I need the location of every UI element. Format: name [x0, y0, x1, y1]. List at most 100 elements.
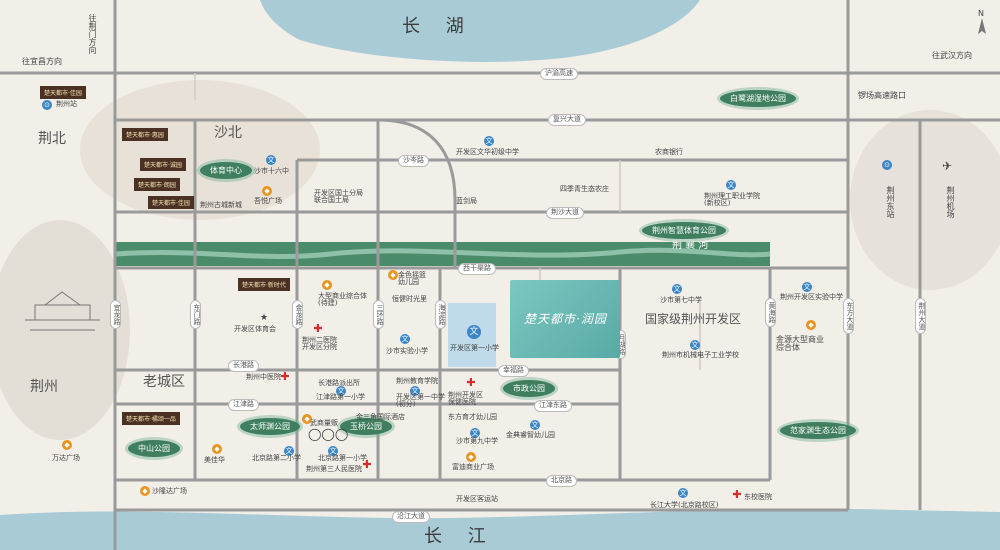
poi-kaifa-tiyu: 开发区体育会: [234, 325, 276, 333]
poi-beijing2: 北京路第二小学: [252, 454, 301, 462]
poi-airport: 荆州机场: [946, 186, 955, 218]
poi-jinshan: 金三角国际酒店: [356, 413, 405, 421]
school-icon: 文: [530, 420, 540, 430]
district-jingzhou: 荆州: [30, 379, 58, 395]
poi-jiyue: 吾悦广场: [254, 197, 282, 205]
olympic-icon: ◯◯◯: [308, 427, 349, 441]
expressway-toll: 锣场高速路口: [858, 91, 906, 100]
school-icon: 文: [726, 180, 736, 190]
district-shabei: 沙北: [214, 125, 242, 141]
road-xingfu: 幸福路: [498, 365, 529, 377]
poi-er-hosp: 荆州二医院开发区分院: [302, 336, 337, 351]
road-haidian: 海淀路: [435, 300, 446, 329]
road-jinlong: 金龙路: [292, 300, 303, 329]
tag-t1: 楚天都市·佳园: [40, 86, 86, 99]
zone-shade-east: [850, 110, 1000, 290]
river-north-label: 荆 襄 河: [672, 240, 709, 251]
poi-jinyuan-kinder: 金典睿智幼儿园: [506, 431, 555, 439]
poi-changgang-school: 长港路派出所: [318, 379, 360, 387]
poi-siji: 四季青生态农庄: [560, 185, 609, 193]
tag-t7: 楚天都市·橘颂一品: [122, 412, 180, 425]
river-yangtze: [0, 508, 1000, 550]
road-beijing: 北京路: [546, 475, 577, 487]
project-school-marker[interactable]: 文 开发区第一小学: [448, 303, 499, 367]
mall-icon: ◆: [212, 444, 222, 454]
park-zhihui: 荆州智慧体育公园: [642, 222, 726, 239]
poi-shashi7: 沙市第七中学: [660, 296, 702, 304]
mall-icon: ◆: [322, 280, 332, 290]
poi-changjiang-uni: 长江大学(北京路校区): [650, 501, 719, 509]
poi-dongfang-kinder: 东方育才幼儿园: [448, 413, 497, 421]
road-jingzhou-avenue: 荆州大道: [915, 298, 926, 334]
poi-jingzhou-station: 荆州站: [56, 100, 77, 108]
tag-t6: 楚天都市·新时代: [238, 278, 290, 291]
school-icon: 文: [410, 386, 420, 396]
lake-changhu: [260, 0, 700, 62]
school-icon: 文: [284, 446, 294, 456]
road-xigan: 西干渠路: [458, 263, 496, 275]
poi-lanyu: 蓝剑局: [456, 197, 477, 205]
poi-jiaoyu: 荆州教育学院: [396, 377, 438, 385]
project-block[interactable]: 楚天都市·润园: [510, 280, 620, 358]
poi-jidian: 荆州市机械电子工业学校: [662, 351, 739, 359]
road-dongmen: 东门路: [190, 300, 201, 329]
hospital-icon: ✚: [362, 458, 372, 471]
poi-jiangjin1: 江津路第一小学: [316, 393, 365, 401]
school-icon: 文: [672, 284, 682, 294]
district-kaifaqu: 国家级荆州开发区: [645, 312, 742, 326]
road-jiangjin: 江津路: [228, 399, 259, 411]
poi-fuyuan: 富迪商业广场: [452, 463, 494, 471]
direction-wuhan: 往武汉方向: [932, 51, 972, 60]
compass-north: N: [978, 9, 984, 18]
star-icon: ★: [260, 313, 269, 323]
mall-icon: ◆: [262, 186, 272, 196]
poi-jinyan: 金色摇篮幼儿园: [398, 271, 426, 286]
road-shawei: 沙岑路: [398, 155, 429, 167]
district-laochengqu: 老城区: [143, 374, 185, 390]
lake-label: 长 湖: [402, 16, 474, 37]
mall-icon: ◆: [466, 452, 476, 462]
road-dongfang: 东方大道: [843, 298, 854, 334]
school-icon: 文: [336, 386, 346, 396]
mall-icon: ◆: [388, 270, 398, 280]
poi-dongxiao: 东校医院: [744, 493, 772, 501]
airplane-icon: ✈: [942, 159, 953, 173]
tag-t5: 楚天都市·佳园: [148, 196, 194, 209]
park-taishi: 太师渊公园: [240, 418, 300, 435]
poi-kaifaqu-bus: 开发区客运站: [456, 495, 498, 503]
school-icon: 文: [484, 136, 494, 146]
poi-jingzhou-three: 荆州第三人民医院: [306, 465, 362, 473]
poi-nongshang: 农商银行: [655, 148, 683, 156]
road-hurong: 沪渝高速: [540, 68, 578, 80]
poi-jiangjin-gujian: 荆州古城新城: [200, 201, 242, 209]
hospital-icon: ✚: [732, 488, 742, 501]
school-icon: 文: [328, 446, 338, 456]
poi-wenhua-school: 开发区文华初级中学: [456, 148, 519, 156]
poi-shiyan: 荆州开发区实验中学: [780, 293, 843, 301]
tag-t2: 楚天都市·惠园: [122, 128, 168, 141]
mall-icon: ◆: [140, 486, 150, 496]
park-fanjia: 范家渊生态公园: [780, 422, 856, 439]
road-sanhuan: 三环路: [373, 300, 384, 329]
poi-ligong: 荆州理工职业学院(新校区): [704, 192, 760, 207]
road-huangao: 黄海路: [765, 298, 776, 327]
poi-tiangong: 大型商业综合体(待建): [318, 292, 367, 307]
park-zhongshan: 中山公园: [128, 440, 180, 457]
poi-land-bureau: 开发区国土分局联合国土局: [314, 189, 363, 204]
poi-shashi-shiyan: 沙市实验小学: [386, 347, 428, 355]
direction-jingmen: 往荆门方向: [88, 14, 97, 54]
tag-t4: 楚天都市·朗园: [134, 178, 180, 191]
school-icon: 文: [467, 325, 481, 339]
poi-lanxin: 荆州开发区保健医院: [448, 391, 483, 406]
project-name: 楚天都市·润园: [524, 312, 607, 326]
ancient-gate-sketch: [25, 291, 100, 331]
park-shizheng: 市政公园: [503, 380, 555, 397]
road-changgang: 长港路: [228, 360, 259, 372]
tag-t3: 楚天都市·诚园: [140, 158, 186, 171]
poi-shashi9: 沙市第九中学: [456, 437, 498, 445]
poi-kaifaqu-one: 开发区第一中学(初分): [396, 393, 445, 408]
park-tiyu: 体育中心: [200, 162, 252, 179]
